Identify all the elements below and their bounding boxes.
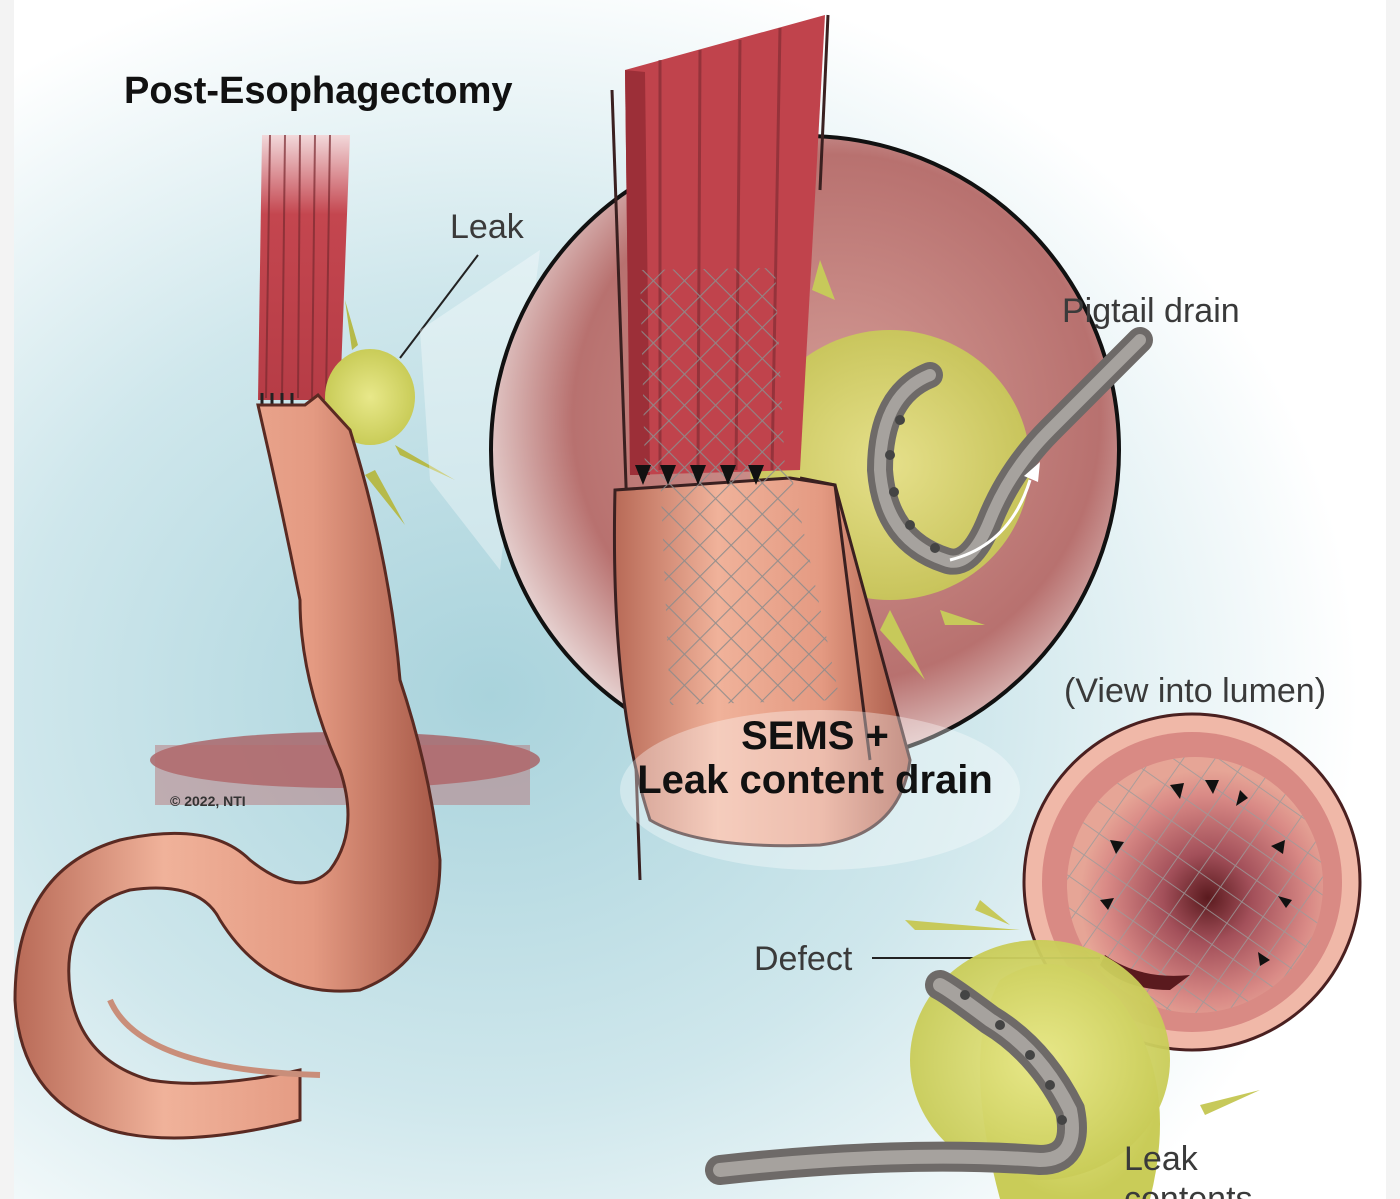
defect-label: Defect <box>754 940 853 978</box>
view-into-lumen-label: (View into lumen) <box>1064 672 1327 710</box>
diagram-title: Post-Esophagectomy <box>124 70 513 112</box>
leak-label: Leak <box>450 208 524 246</box>
right-edge <box>1386 0 1400 1199</box>
left-edge <box>0 0 14 1199</box>
esophagus-left <box>258 134 350 407</box>
pigtail-drain-label: Pigtail drain <box>1062 292 1240 330</box>
sems-label-line1: SEMS + <box>741 714 889 758</box>
pigtail-drain-bottom <box>705 970 1087 1185</box>
sems-stent-zoom <box>635 268 840 705</box>
sems-label: SEMS + Leak content drain <box>620 714 1010 802</box>
pigtail-drain-zoom <box>866 327 1153 575</box>
copyright-notice: © 2022, NTI <box>170 793 246 809</box>
sems-label-line2: Leak content drain <box>637 758 993 802</box>
leak-fluid-left <box>325 300 455 525</box>
leak-contents-label-line1: Leak <box>1124 1140 1198 1178</box>
leak-pointer <box>399 254 479 359</box>
leak-contents-label-line2: contents <box>1124 1180 1253 1199</box>
gastric-conduit <box>13 392 442 1140</box>
